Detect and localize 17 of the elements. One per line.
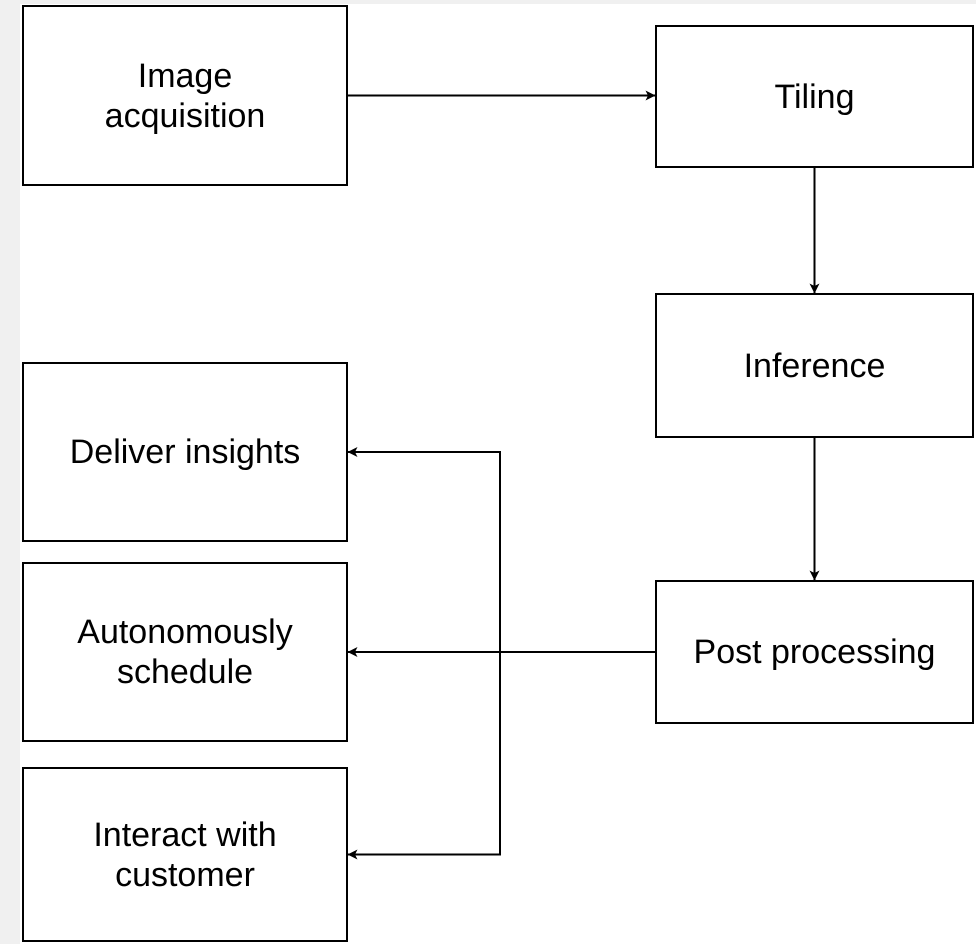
arrow [348,90,656,100]
box-label: Interact with customer [92,814,278,894]
process-box [655,580,974,724]
process-box [22,362,348,542]
box-label: Post processing [694,632,936,672]
process-box [22,767,348,942]
process-box [22,5,348,186]
process-box [655,293,974,438]
box-label: Tiling [774,76,854,116]
box-label: Deliver insights [70,432,300,472]
box-label: Image acquisition [104,56,266,136]
arrow [810,438,820,580]
box-label: Inference [744,346,886,386]
arrow [810,168,820,294]
box-label: Autonomously schedule [76,612,294,692]
process-box [22,562,348,742]
process-box [655,25,974,168]
